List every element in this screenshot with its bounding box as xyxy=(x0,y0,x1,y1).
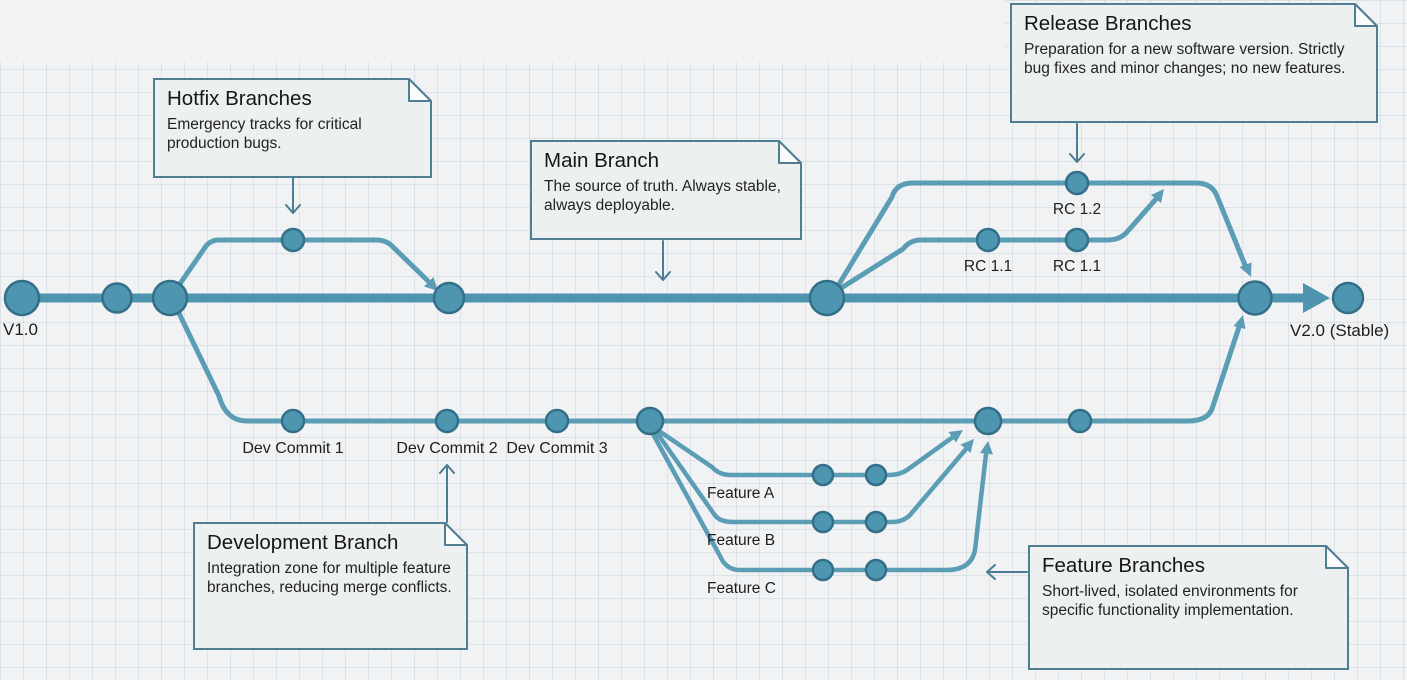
rc-1-1-commit-node-1 xyxy=(975,227,1001,253)
development-branch-line xyxy=(173,304,1242,424)
rc-merge-arrowhead xyxy=(1151,189,1164,203)
note-title: Development Branch xyxy=(207,531,399,554)
hotfix-merge-arrowhead xyxy=(424,277,438,291)
release-branch-upper-line xyxy=(833,180,1248,292)
development-merge-arrowhead xyxy=(1233,315,1246,329)
feature-c-commit-node-2 xyxy=(864,558,888,582)
note-body: Emergency tracks for critical production… xyxy=(167,116,362,153)
release-note-arrow xyxy=(1069,123,1085,163)
note-shape xyxy=(193,522,468,650)
feature-a-branch-line xyxy=(656,428,956,478)
note-feature-branches: Feature Branches Short-lived, isolated e… xyxy=(1028,545,1349,670)
feature-a-label: Feature A xyxy=(707,485,775,502)
rc11-label-2: RC 1.1 xyxy=(1052,258,1102,275)
plain-background-strip xyxy=(0,0,1005,62)
feature-b-branch-line xyxy=(654,430,969,525)
dev-commit-final-node xyxy=(1067,408,1093,434)
rc-1-1-commit-node-2 xyxy=(1064,227,1090,253)
release-branch-lower-line xyxy=(835,196,1159,293)
feature-c-commit-node-1 xyxy=(811,558,835,582)
note-shape xyxy=(1028,545,1349,670)
dev-commit-2-node xyxy=(434,408,460,434)
feature-fanout-node xyxy=(635,406,665,436)
note-body: Preparation for a new software version. … xyxy=(1024,41,1346,78)
dev-commit-2-label: Dev Commit 2 xyxy=(396,440,498,457)
feature-c-branch-line xyxy=(650,431,989,573)
feature-b-label: Feature B xyxy=(707,532,776,549)
hotfix-note-arrow xyxy=(285,177,301,214)
version-label-v1: V1.0 xyxy=(3,320,38,339)
feature-a-merge-arrowhead xyxy=(948,430,963,443)
note-title: Main Branch xyxy=(544,149,660,172)
note-body: Integration zone for multiple feature br… xyxy=(207,560,452,597)
note-body: The source of truth. Always stable, alwa… xyxy=(544,178,781,215)
rc12-label: RC 1.2 xyxy=(1052,201,1102,218)
version-label-v2: V2.0 (Stable) xyxy=(1290,321,1390,340)
note-title: Feature Branches xyxy=(1042,554,1205,577)
feature-c-merge-arrowhead xyxy=(980,441,993,455)
feature-a-commit-node-1 xyxy=(811,463,835,487)
development-note-arrow xyxy=(439,464,455,523)
feature-b-commit-node-2 xyxy=(864,510,888,534)
feature-merge-node xyxy=(973,406,1003,436)
dev-commit-1-node xyxy=(280,408,306,434)
note-shape xyxy=(530,140,802,240)
main-merge-node xyxy=(1237,280,1273,316)
commit-node-main-2 xyxy=(101,282,133,314)
commit-node-v1 xyxy=(3,279,41,317)
note-development-branch: Development Branch Integration zone for … xyxy=(193,522,468,650)
note-main-branch: Main Branch The source of truth. Always … xyxy=(530,140,802,240)
main-branch-final-arrowhead xyxy=(1303,283,1330,313)
commit-node-v2-stable xyxy=(1331,281,1365,315)
note-shape xyxy=(1010,3,1378,123)
release-branch-point-node xyxy=(808,279,846,317)
note-shape xyxy=(153,78,432,178)
feature-b-commit-node-1 xyxy=(811,510,835,534)
rc-1-2-commit-node xyxy=(1064,170,1090,196)
dev-commit-3-node xyxy=(544,408,570,434)
hotfix-merge-node xyxy=(432,281,466,315)
release-merge-arrowhead xyxy=(1239,262,1252,277)
feature-c-label: Feature C xyxy=(707,580,776,597)
rc11-label-1: RC 1.1 xyxy=(963,258,1013,275)
note-title: Release Branches xyxy=(1024,12,1192,35)
note-hotfix-branches: Hotfix Branches Emergency tracks for cri… xyxy=(153,78,432,178)
hotfix-commit-node xyxy=(280,227,306,253)
dev-commit-3-label: Dev Commit 3 xyxy=(506,440,608,457)
note-release-branches: Release Branches Preparation for a new s… xyxy=(1010,3,1378,123)
feature-note-arrow xyxy=(986,564,1028,580)
feature-a-commit-node-2 xyxy=(864,463,888,487)
branch-point-node xyxy=(151,279,189,317)
feature-b-merge-arrowhead xyxy=(960,439,974,453)
note-body: Short-lived, isolated environments for s… xyxy=(1042,583,1298,620)
note-title: Hotfix Branches xyxy=(167,87,312,110)
dev-commit-1-label: Dev Commit 1 xyxy=(242,440,344,457)
main-note-arrow xyxy=(655,240,671,281)
